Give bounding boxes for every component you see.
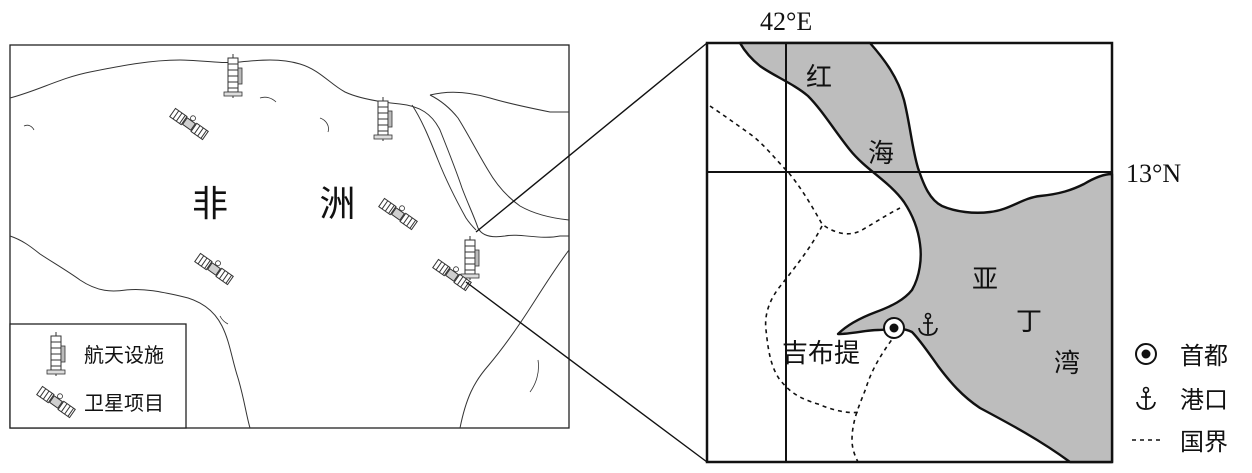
africa-coastline	[9, 59, 570, 429]
legend-label-border: 国界	[1180, 428, 1228, 456]
continent-label: 非 洲	[192, 184, 395, 225]
djibouti-inset-map: 42°E 13°N 红 海 亚 丁 湾 吉布提	[705, 7, 1181, 464]
sea-area	[738, 41, 1114, 464]
left-legend: 航天设施 卫星项目	[9, 323, 187, 429]
gulf-of-aden-label: 湾	[1054, 349, 1080, 379]
national-border	[709, 105, 901, 235]
capital-label: 吉布提	[782, 339, 860, 369]
right-legend: 首都 港口 国界	[1132, 342, 1228, 456]
longitude-label: 42°E	[760, 7, 812, 36]
red-sea-label: 红	[806, 63, 832, 93]
capital-icon	[1135, 343, 1157, 365]
legend-label-capital: 首都	[1180, 342, 1228, 370]
inset-connector-bottom	[465, 281, 708, 463]
latitude-label: 13°N	[1126, 159, 1181, 188]
legend-label-satellite: 卫星项目	[84, 391, 164, 415]
legend-label-port: 港口	[1180, 386, 1228, 414]
national-border	[764, 225, 861, 414]
anchor-icon	[1136, 386, 1156, 410]
africa-map-frame: 非 洲 航天设施 卫星项目	[9, 44, 570, 429]
gulf-of-aden-label: 丁	[1016, 307, 1042, 337]
red-sea-label: 海	[868, 139, 894, 169]
inset-connector-top	[475, 42, 708, 233]
arabia-coastline	[411, 91, 570, 231]
gulf-of-aden-label: 亚	[972, 265, 998, 295]
national-border	[851, 333, 897, 463]
capital-icon	[883, 317, 905, 339]
legend-label-facility: 航天设施	[84, 343, 164, 367]
